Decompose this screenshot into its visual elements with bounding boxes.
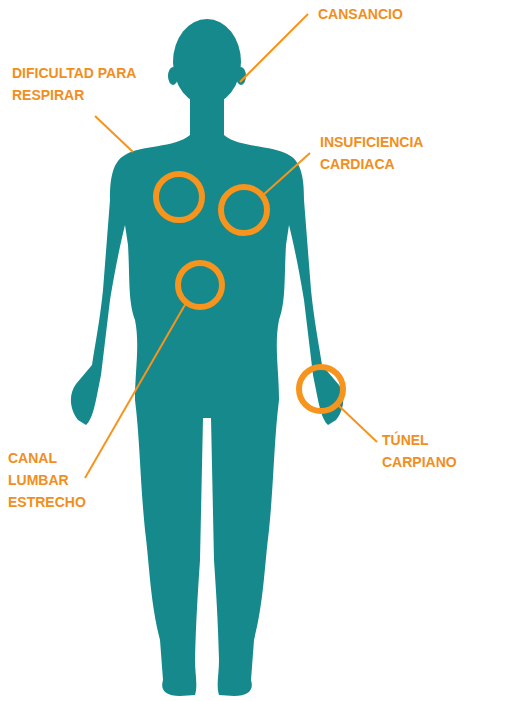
callout-label: DIFICULTAD PARA RESPIRAR [12, 62, 152, 106]
human-silhouette [71, 19, 343, 696]
heart-ring [221, 187, 267, 233]
leader-line [262, 153, 310, 196]
leader-line [338, 405, 377, 442]
callout-label: TÚNEL CARPIANO [382, 429, 492, 473]
leader-lines [85, 14, 377, 478]
body [71, 98, 343, 696]
callout-label: INSUFICIENCIA CARDIACA [320, 131, 445, 175]
head [173, 19, 241, 105]
leader-line [85, 303, 186, 478]
callout-label: CANAL LUMBAR ESTRECHO [8, 447, 103, 513]
lumbar-ring [178, 263, 222, 307]
lung-ring [156, 174, 202, 220]
callout-label: CANSANCIO [318, 3, 468, 25]
ear [168, 67, 178, 85]
symptom-rings [156, 174, 343, 411]
wrist-ring [299, 367, 343, 411]
leader-line [240, 14, 308, 82]
leader-line [95, 116, 133, 152]
